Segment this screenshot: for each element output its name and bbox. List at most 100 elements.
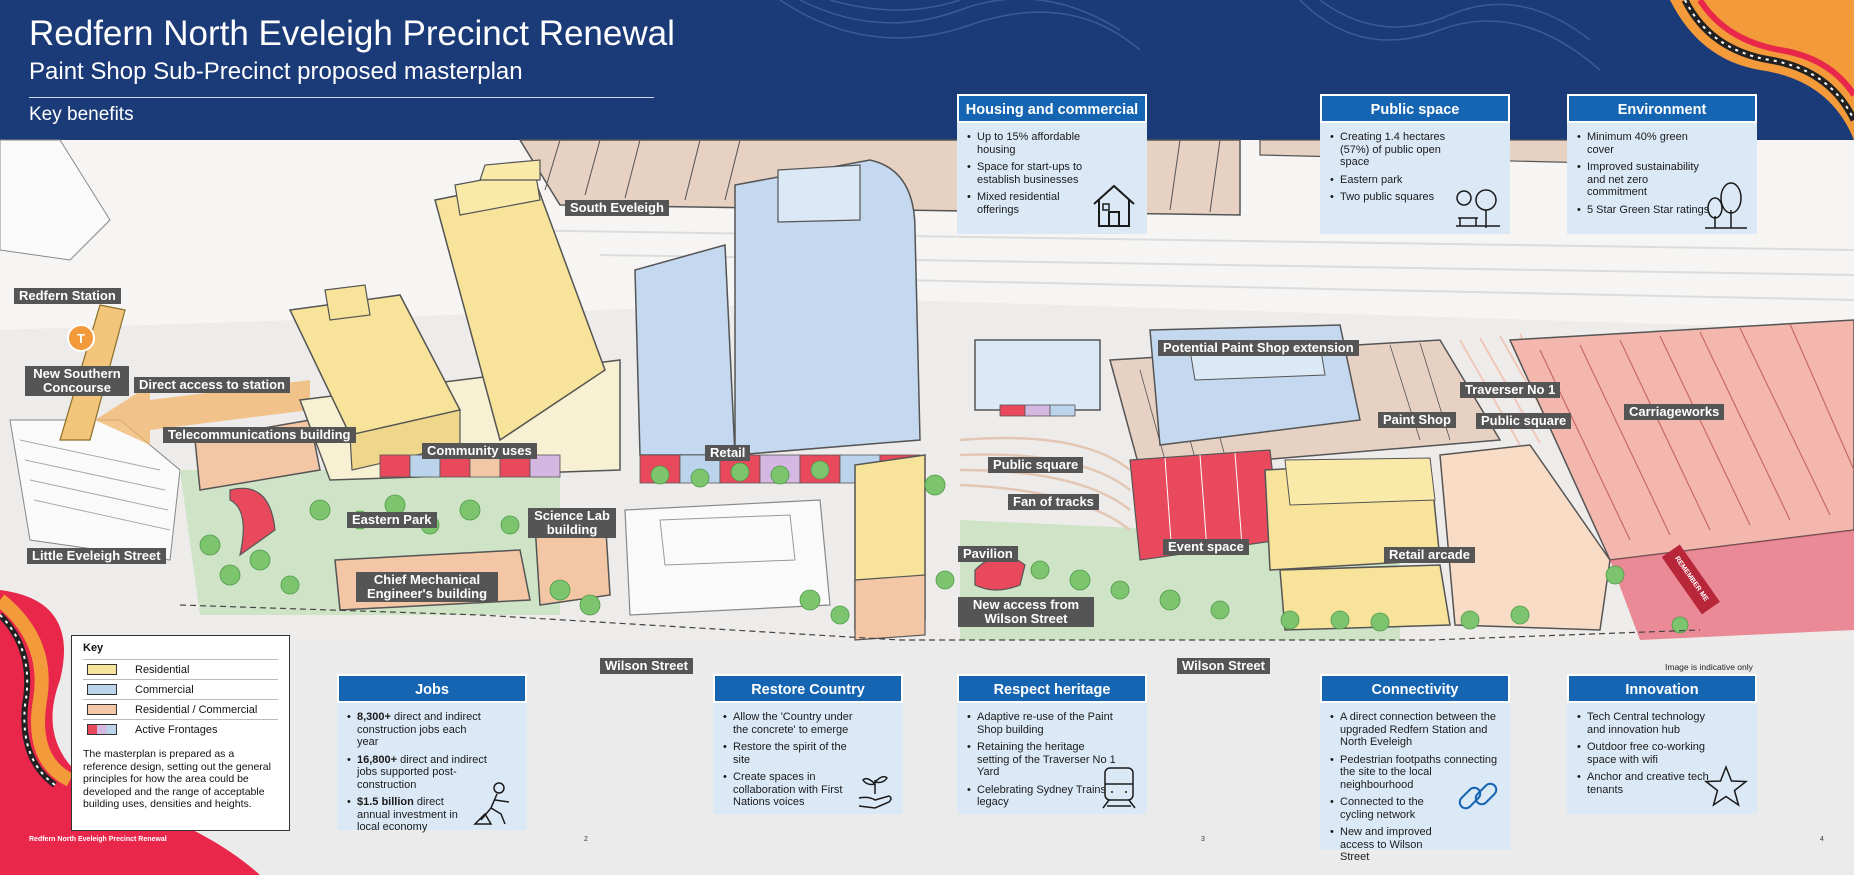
legend-swatch	[87, 684, 117, 695]
card-item: Two public squares	[1330, 191, 1460, 204]
card-item: 5 Star Green Star ratings	[1577, 204, 1711, 217]
card-item: Minimum 40% green cover	[1577, 131, 1711, 156]
card-public-space: Public space Creating 1.4 hectares (57%)…	[1320, 94, 1510, 234]
card-housing-commercial: Housing and commercial Up to 15% afforda…	[957, 94, 1147, 234]
legend-item-residential-commercial: Residential / Commercial	[83, 699, 278, 719]
label-pavilion: Pavilion	[958, 546, 1018, 562]
link-icon	[1458, 782, 1498, 810]
card-item: Pedestrian footpaths connecting the site…	[1330, 754, 1502, 792]
label-south-eveleigh: South Eveleigh	[565, 200, 669, 216]
legend-swatch	[87, 664, 117, 675]
card-restore-country: Restore Country Allow the 'Country under…	[713, 674, 903, 814]
trees-decoration	[199, 460, 1689, 634]
card-item: $1.5 billion direct annual investment in…	[347, 796, 487, 834]
contour-lines-decoration	[779, 0, 1601, 71]
park-bench-icon	[1456, 189, 1500, 228]
indigenous-art-decoration-left	[0, 590, 260, 875]
card-environment: Environment Minimum 40% green cover Impr…	[1567, 94, 1757, 234]
label-paint-shop: Paint Shop	[1378, 412, 1456, 428]
label-wilson-street-west: Wilson Street	[600, 658, 693, 674]
card-item: Mixed residential offerings	[967, 191, 1087, 216]
label-community-uses: Community uses	[422, 443, 537, 459]
card-item: Up to 15% affordable housing	[967, 131, 1087, 156]
label-science-lab-building: Science Lab building	[528, 508, 616, 538]
legend-item-active-frontages: Active Frontages	[83, 719, 278, 739]
legend-swatch	[87, 704, 117, 715]
house-icon	[1093, 184, 1135, 227]
map-legend: Key Residential Commercial Residential /…	[71, 635, 290, 831]
card-item: A direct connection between the upgraded…	[1330, 711, 1502, 749]
card-item: Anchor and creative tech tenants	[1577, 771, 1713, 796]
page-number: 4	[1820, 836, 1824, 843]
card-item: Space for start-ups to establish busines…	[967, 161, 1087, 186]
card-item: 8,300+ direct and indirect construction …	[347, 711, 487, 749]
card-item: Improved sustainability and net zero com…	[1577, 161, 1711, 199]
label-wilson-street-east: Wilson Street	[1177, 658, 1270, 674]
label-little-eveleigh-street: Little Eveleigh Street	[27, 548, 166, 564]
card-title: Respect heritage	[957, 674, 1147, 703]
card-title: Innovation	[1567, 674, 1757, 703]
indicative-note: Image is indicative only	[1665, 662, 1753, 672]
legend-swatch	[87, 724, 117, 735]
worker-icon	[473, 782, 510, 825]
label-telecommunications-building: Telecommunications building	[163, 427, 356, 443]
card-item: Celebrating Sydney Trains legacy	[967, 784, 1117, 809]
indigenous-art-decoration-right	[1670, 0, 1854, 140]
legend-title: Key	[83, 642, 104, 654]
card-title: Connectivity	[1320, 674, 1510, 703]
header-banner: Redfern North Eveleigh Precinct Renewal …	[0, 0, 1854, 140]
label-potential-paint-shop-extension: Potential Paint Shop extension	[1158, 340, 1359, 356]
star-icon	[1703, 764, 1749, 807]
card-item: Tech Central technology and innovation h…	[1577, 711, 1713, 736]
card-title: Public space	[1320, 94, 1510, 123]
label-traverser-no-1: Traverser No 1	[1460, 382, 1561, 398]
card-item: Creating 1.4 hectares (57%) of public op…	[1330, 131, 1460, 169]
footer-project-name: Redfern North Eveleigh Precinct Renewal	[29, 836, 167, 843]
svg-text:T: T	[77, 331, 85, 346]
card-title: Jobs	[337, 674, 527, 703]
card-item: Outdoor free co-working space with wifi	[1577, 741, 1713, 766]
page-number: 3	[1201, 836, 1205, 843]
legend-item-residential: Residential	[83, 659, 278, 679]
legend-note: The masterplan is prepared as a referenc…	[83, 748, 271, 810]
train-station-icon	[67, 324, 95, 352]
card-item: Eastern park	[1330, 174, 1460, 187]
page-number: 2	[584, 836, 588, 843]
train-icon	[1102, 767, 1136, 809]
title-divider	[29, 97, 654, 98]
label-redfern-station: Redfern Station	[14, 288, 121, 304]
label-eastern-park: Eastern Park	[347, 512, 437, 528]
card-title: Environment	[1567, 94, 1757, 123]
card-item: Restore the spirit of the site	[723, 741, 859, 766]
card-innovation: Innovation Tech Central technology and i…	[1567, 674, 1757, 814]
label-retail-arcade: Retail arcade	[1384, 547, 1475, 563]
card-item: New and improved access to Wilson Street	[1330, 826, 1502, 864]
label-new-access-wilson-street: New access from Wilson Street	[958, 597, 1094, 627]
card-item: Create spaces in collaboration with Firs…	[723, 771, 859, 809]
page-title: Redfern North Eveleigh Precinct Renewal	[29, 14, 675, 53]
trees-icon	[1705, 182, 1747, 229]
card-item: Retaining the heritage setting of the Tr…	[967, 741, 1117, 779]
card-connectivity: Connectivity A direct connection between…	[1320, 674, 1510, 863]
card-title: Restore Country	[713, 674, 903, 703]
section-heading: Key benefits	[29, 104, 134, 125]
label-new-southern-concourse: New Southern Concourse	[25, 366, 129, 396]
label-event-space: Event space	[1163, 539, 1249, 555]
card-item: 16,800+ direct and indirect jobs support…	[347, 754, 487, 792]
card-item: Connected to the cycling network	[1330, 796, 1502, 821]
label-retail: Retail	[705, 445, 751, 461]
label-fan-of-tracks: Fan of tracks	[1008, 494, 1099, 510]
label-carriageworks: Carriageworks	[1624, 404, 1725, 420]
label-public-square-west: Public square	[988, 457, 1084, 473]
legend-item-commercial: Commercial	[83, 679, 278, 699]
label-public-square-east: Public square	[1476, 413, 1572, 429]
card-title: Housing and commercial	[957, 94, 1147, 123]
label-chief-mechanical-engineers-building: Chief Mechanical Engineer's building	[356, 572, 498, 602]
card-item: Adaptive re-use of the Paint Shop buildi…	[967, 711, 1117, 736]
label-direct-access: Direct access to station	[134, 377, 290, 393]
card-item: Allow the 'Country under the concrete' t…	[723, 711, 859, 736]
card-jobs: Jobs 8,300+ direct and indirect construc…	[337, 674, 527, 833]
page-subtitle: Paint Shop Sub-Precinct proposed masterp…	[29, 58, 523, 85]
card-respect-heritage: Respect heritage Adaptive re-use of the …	[957, 674, 1147, 814]
seedling-hand-icon	[858, 775, 892, 809]
